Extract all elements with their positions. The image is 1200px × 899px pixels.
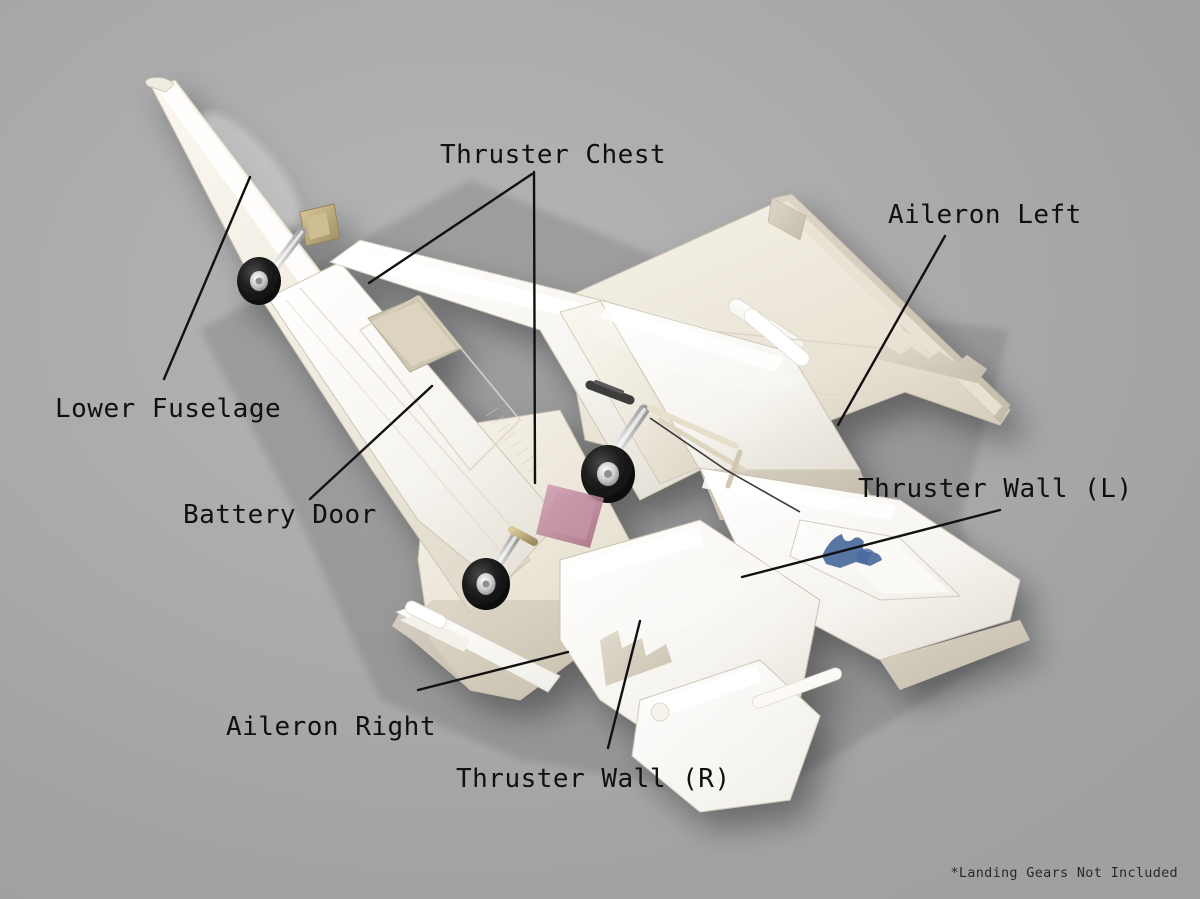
- main-landing-gear-center: [581, 380, 801, 513]
- label-thruster-wall-l: Thruster Wall (L): [858, 474, 1133, 504]
- label-thruster-wall-r: Thruster Wall (R): [456, 764, 731, 794]
- main-landing-gear-left: [462, 526, 538, 610]
- leader-thruster-wall-l: [740, 508, 1002, 579]
- leader-lower-fuselage: [162, 175, 252, 381]
- leader-lines: [162, 170, 1002, 750]
- nose-landing-gear: [237, 227, 307, 305]
- label-battery-door: Battery Door: [183, 500, 377, 530]
- label-thruster-chest: Thruster Chest: [440, 140, 667, 170]
- label-aileron-right: Aileron Right: [226, 712, 436, 742]
- leader-thruster-chest-a: [367, 172, 534, 285]
- label-aileron-left: Aileron Left: [888, 200, 1082, 230]
- leader-battery-door: [308, 384, 434, 501]
- leader-aileron-right: [416, 650, 570, 692]
- battery-connector: [536, 484, 604, 548]
- footnote-landing-gears: *Landing Gears Not Included: [950, 865, 1178, 881]
- specular-highlights: [201, 114, 795, 638]
- leader-aileron-left: [836, 234, 947, 427]
- label-lower-fuselage: Lower Fuselage: [55, 394, 282, 424]
- leader-thruster-wall-r: [606, 619, 642, 750]
- aileron-right-strip: [404, 600, 447, 629]
- battery-door-panel: [358, 294, 522, 472]
- vertical-stabilizer: [789, 519, 962, 601]
- aircraft-body: [145, 77, 1030, 813]
- leader-thruster-chest-b: [532, 170, 537, 485]
- thruster-chest: [299, 203, 705, 501]
